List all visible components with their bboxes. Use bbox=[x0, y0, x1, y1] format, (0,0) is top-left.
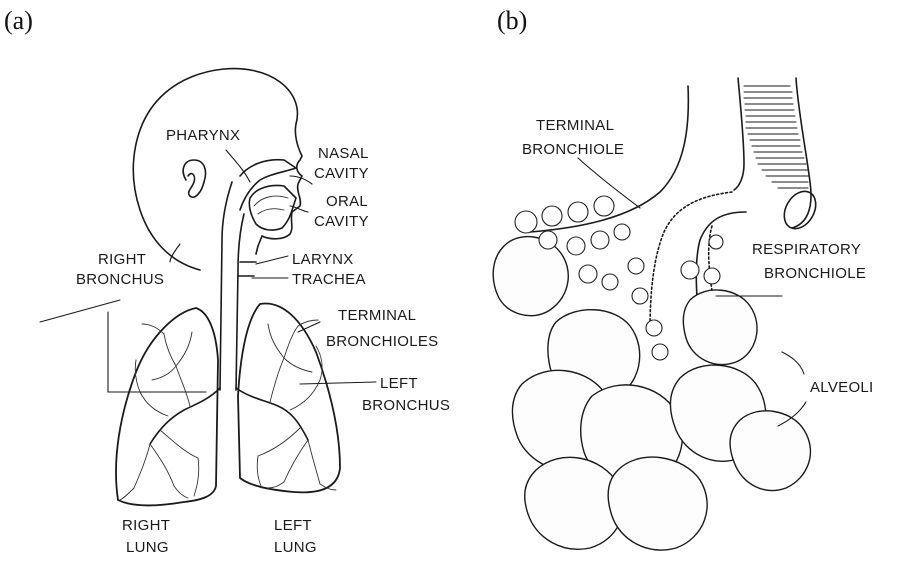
label-right-bronchus-1: RIGHT bbox=[98, 251, 146, 268]
label-right-bronchus-2: BRONCHUS bbox=[76, 271, 164, 288]
label-terminal-bronchioles-2: BRONCHIOLES bbox=[326, 333, 439, 350]
left-lung bbox=[238, 303, 340, 492]
upper-airway-tube bbox=[734, 78, 744, 190]
label-right-lung-1: RIGHT bbox=[122, 517, 170, 534]
label-respiratory-bronchiole-2: BRONCHIOLE bbox=[764, 265, 866, 282]
label-alveoli: ALVEOLI bbox=[810, 379, 874, 396]
right-lung bbox=[116, 308, 218, 506]
label-nasal-cavity-1: NASAL bbox=[318, 145, 369, 162]
label-left-bronchus-1: LEFT bbox=[380, 375, 418, 392]
ear-outline bbox=[183, 160, 205, 197]
label-larynx: LARYNX bbox=[292, 251, 354, 268]
label-pharynx: PHARYNX bbox=[166, 127, 240, 144]
label-oral-cavity-1: ORAL bbox=[326, 193, 368, 210]
oral-cavity bbox=[249, 186, 296, 231]
label-left-lung-1: LEFT bbox=[274, 517, 312, 534]
label-left-lung-2: LUNG bbox=[274, 539, 317, 556]
label-nasal-cavity-2: CAVITY bbox=[314, 165, 369, 182]
label-respiratory-bronchiole-1: RESPIRATORY bbox=[752, 241, 861, 258]
nasal-cavity bbox=[240, 160, 296, 210]
label-oral-cavity-2: CAVITY bbox=[314, 213, 369, 230]
label-terminal-bronchiole-2: BRONCHIOLE bbox=[522, 141, 624, 158]
label-right-lung-2: LUNG bbox=[126, 539, 169, 556]
label-terminal-bronchiole-1: TERMINAL bbox=[536, 117, 614, 134]
label-left-bronchus-2: BRONCHUS bbox=[362, 397, 450, 414]
label-terminal-bronchioles-1: TERMINAL bbox=[338, 307, 416, 324]
head-outline bbox=[133, 69, 302, 270]
label-trachea: TRACHEA bbox=[292, 271, 366, 288]
trachea bbox=[220, 182, 232, 390]
